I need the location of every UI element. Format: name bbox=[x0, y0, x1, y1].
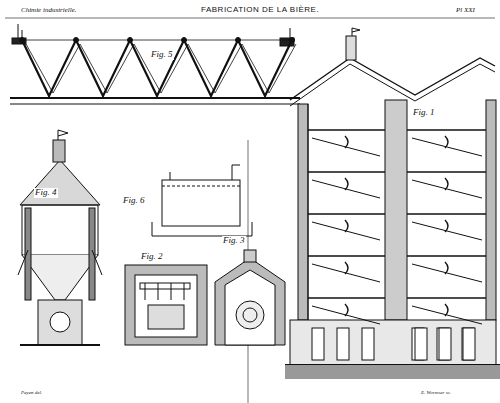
furnace-vat bbox=[362, 328, 374, 360]
kiln-floor bbox=[308, 297, 385, 299]
kiln-floor bbox=[308, 129, 385, 131]
plate-number: Pl XXI bbox=[455, 7, 476, 15]
figure-number: Fig. 1 bbox=[412, 108, 436, 118]
air-flow-arrow bbox=[445, 178, 448, 190]
draughtsman-credit: Payen del. bbox=[20, 390, 43, 396]
furnace-vat bbox=[415, 328, 427, 360]
furnace-vat bbox=[463, 328, 475, 360]
air-flow-arrow bbox=[445, 304, 448, 316]
pivot bbox=[290, 38, 295, 43]
kiln-floor bbox=[407, 297, 486, 299]
furnace-section bbox=[125, 265, 207, 345]
header-rule bbox=[5, 18, 495, 19]
pivot bbox=[236, 38, 241, 43]
figure-number: Fig. 5 bbox=[150, 50, 174, 60]
air-flow-arrow bbox=[445, 136, 448, 148]
inclined-shelf bbox=[412, 222, 482, 240]
zigzag-chute bbox=[22, 40, 292, 96]
support bbox=[103, 96, 104, 98]
air-flow-arrow bbox=[445, 262, 448, 274]
kiln-floor bbox=[407, 255, 486, 257]
figure-number: Fig. 6 bbox=[122, 196, 146, 206]
support bbox=[49, 96, 50, 98]
engraver-credit: E. Wormser sc. bbox=[420, 390, 452, 396]
support bbox=[157, 96, 158, 98]
series-name: Chimie industrielle. bbox=[20, 7, 78, 15]
figure-number: Fig. 3 bbox=[222, 236, 246, 246]
furnace-vat bbox=[312, 328, 324, 360]
support bbox=[265, 96, 266, 98]
kiln-floor bbox=[308, 171, 385, 173]
hopper-tower bbox=[18, 130, 102, 345]
pivot bbox=[74, 38, 79, 43]
air-flow-arrow bbox=[445, 220, 448, 232]
figure-number: Fig. 4 bbox=[34, 188, 58, 198]
support bbox=[211, 96, 212, 98]
air-flow-arrow bbox=[345, 304, 348, 316]
kiln-floor bbox=[407, 129, 486, 131]
air-flow-arrow bbox=[345, 220, 348, 232]
pivot bbox=[20, 38, 25, 43]
figure-number: Fig. 2 bbox=[140, 252, 164, 262]
inclined-shelf bbox=[412, 264, 482, 282]
zigzag-conveyor bbox=[10, 24, 300, 104]
pivot bbox=[182, 38, 187, 43]
plate-title: FABRICATION DE LA BIÈRE. bbox=[200, 6, 320, 15]
furnace-vat bbox=[337, 328, 349, 360]
air-flow-arrow bbox=[345, 136, 348, 148]
air-flow-arrow bbox=[345, 262, 348, 274]
zigzag-chute-inner bbox=[26, 44, 296, 93]
inclined-shelf bbox=[412, 138, 482, 156]
drying-kiln-building bbox=[285, 28, 500, 379]
kiln-floor bbox=[407, 213, 486, 215]
kiln-head-section bbox=[215, 250, 285, 345]
inclined-shelf bbox=[412, 306, 482, 324]
kiln-floor bbox=[308, 213, 385, 215]
pivot bbox=[128, 38, 133, 43]
kiln-floor bbox=[407, 171, 486, 173]
furnace-vat bbox=[462, 328, 474, 360]
air-flow-arrow bbox=[345, 178, 348, 190]
kiln-floor bbox=[308, 255, 385, 257]
inclined-shelf bbox=[412, 180, 482, 198]
steeping-tank bbox=[152, 165, 252, 236]
furnace-vat bbox=[439, 328, 451, 360]
